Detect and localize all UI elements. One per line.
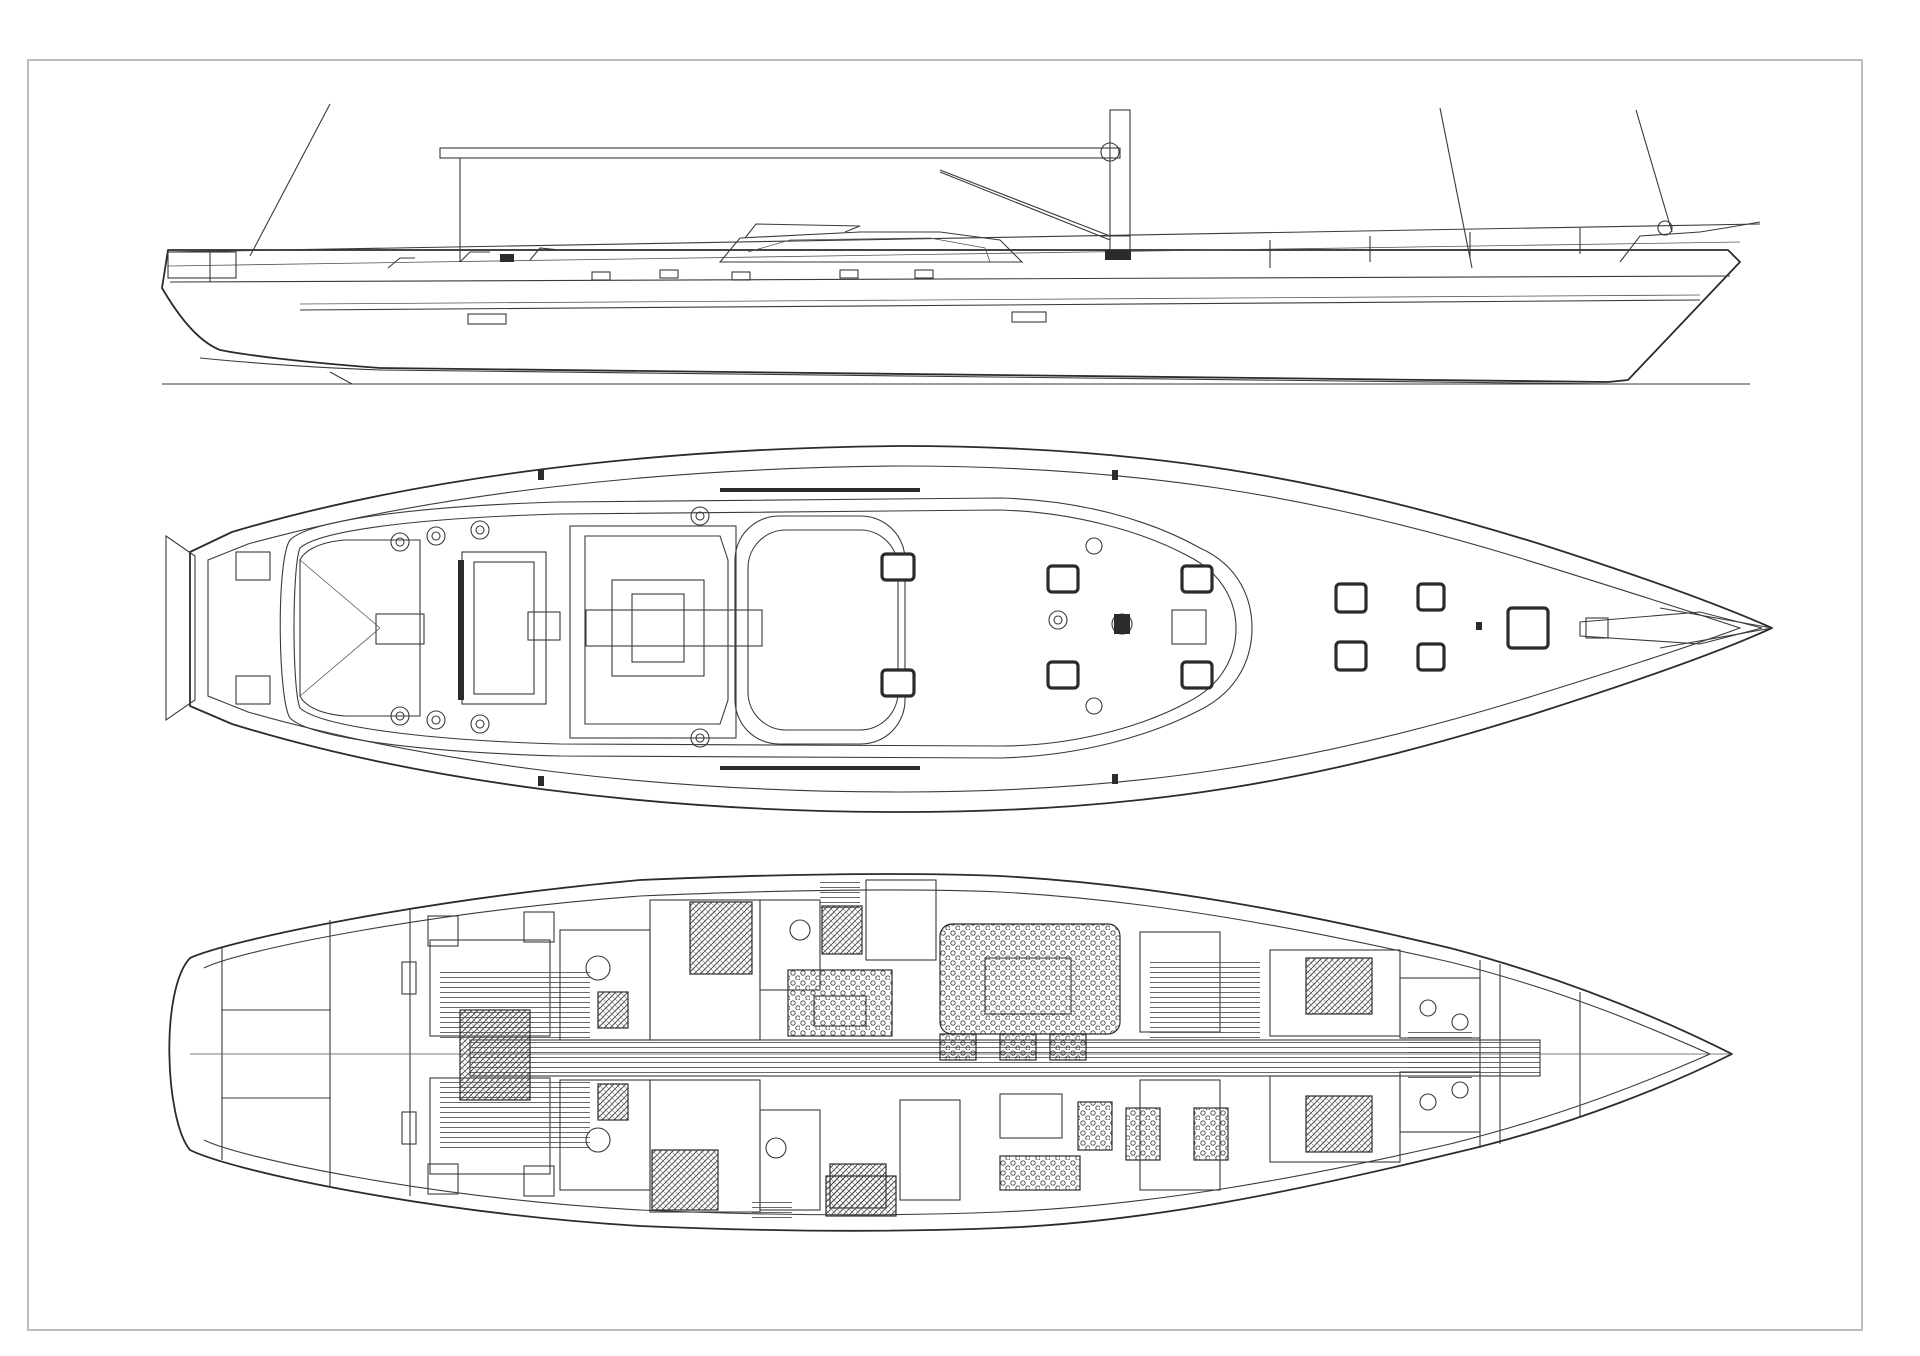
berth	[689, 901, 753, 975]
hatch	[880, 552, 916, 582]
berth	[1305, 1095, 1373, 1153]
hatch	[1180, 564, 1214, 594]
berth	[651, 1149, 719, 1211]
profile-view	[161, 103, 1761, 385]
forehatch	[1506, 606, 1550, 650]
boom	[439, 147, 1121, 159]
drawing-frame	[27, 59, 1863, 1331]
berth	[459, 1009, 531, 1101]
berth	[825, 1175, 897, 1217]
hatch	[880, 668, 916, 698]
accommodation-plan-view	[168, 873, 1733, 1232]
hatch	[1180, 660, 1214, 690]
hatch	[1334, 582, 1368, 614]
mast-stub	[1109, 109, 1131, 253]
berth	[1305, 957, 1373, 1015]
saloon-seating	[939, 923, 1121, 1035]
hatch	[1046, 564, 1080, 594]
hull-profile	[161, 249, 1741, 383]
hatch	[1416, 582, 1446, 612]
deck-plan-view	[165, 445, 1773, 813]
hatch	[1046, 660, 1080, 690]
settee	[787, 969, 893, 1037]
hatch	[1334, 640, 1368, 672]
interior-outline	[168, 873, 1733, 1232]
hatch	[1416, 642, 1446, 672]
